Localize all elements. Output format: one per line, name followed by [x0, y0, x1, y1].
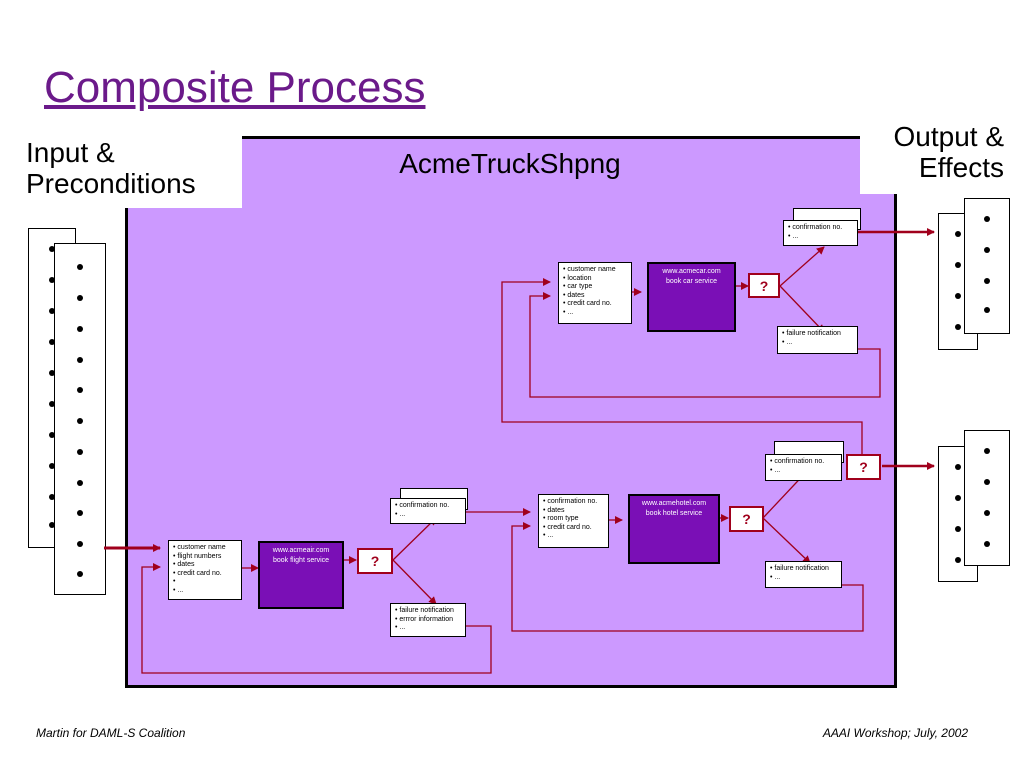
footer-right: AAAI Workshop; July, 2002: [822, 726, 968, 740]
flight-service-name: book flight service: [272, 557, 330, 564]
car-failure-box: • failure notification • ...: [777, 326, 858, 354]
flight-failure-item: • errror information: [395, 615, 454, 623]
flight-service-url: www.acmeair.com: [272, 547, 330, 554]
car-service-box: www.acmecar.com book car service: [647, 262, 736, 332]
output-document-top-front: [964, 198, 1010, 334]
hotel-service-name: book hotel service: [645, 510, 703, 517]
output-label-panel: [860, 118, 1010, 194]
input-label-panel: [18, 134, 242, 208]
flight-failure-box: • failure notification • errror informat…: [390, 603, 466, 637]
hotel-input-item: • dates: [543, 506, 565, 514]
flight-failure-item: • ...: [395, 624, 406, 631]
car-input-item: • location: [563, 274, 592, 282]
flight-decision: ?: [357, 548, 393, 574]
flight-input-box: • customer name • flight numbers • dates…: [168, 540, 242, 600]
output-document-bottom-front: [964, 430, 1010, 566]
flight-input-item: • dates: [173, 561, 195, 568]
car-failure-item: • failure notification: [782, 330, 841, 337]
flight-input-item: • flight numbers: [173, 552, 222, 560]
flight-failure-item: • failure notification: [395, 607, 454, 614]
hotel-success-item: • ...: [770, 466, 781, 474]
car-success-item: • ...: [788, 232, 799, 240]
car-input-item: • dates: [563, 291, 585, 299]
hotel-input-item: • credit card no.: [543, 523, 592, 531]
hotel-failure-item: • ...: [770, 573, 781, 581]
car-input-item: • car type: [563, 283, 593, 290]
flight-success-item: • ...: [395, 510, 406, 518]
input-label: Input & Preconditions: [26, 137, 241, 200]
input-label-text: Input & Preconditions: [26, 137, 196, 199]
car-service-name: book car service: [666, 278, 717, 285]
hotel-service-box: www.acmehotel.com book hotel service: [628, 494, 720, 564]
slide-title: Composite Process: [44, 63, 426, 112]
flight-service-box: www.acmeair.com book flight service: [258, 541, 344, 609]
hotel-input-box: • confirmation no. • dates • room type •…: [538, 494, 609, 548]
composite-process-box: [125, 136, 897, 688]
car-decision: ?: [748, 273, 780, 298]
flight-input-item: • ...: [173, 586, 184, 594]
car-failure-item: • ...: [782, 338, 793, 346]
hotel-success-item: • confirmation no.: [770, 458, 825, 465]
flight-input-item: •: [173, 578, 176, 585]
hotel-failure-box: • failure notification • ...: [765, 561, 842, 588]
footer-left: Martin for DAML-S Coalition: [36, 726, 186, 740]
hotel-service-url: www.acmehotel.com: [641, 500, 707, 507]
flight-input-item: • customer name: [173, 544, 226, 551]
hotel-failure-item: • failure notification: [770, 565, 829, 572]
car-input-item: • ...: [563, 308, 574, 316]
hotel-success-box: • confirmation no. • ...: [765, 454, 842, 481]
car-input-box: • customer name • location • car type • …: [558, 262, 632, 324]
hotel-decision: ?: [729, 506, 764, 532]
input-document-front: [54, 243, 106, 595]
car-input-item: • credit card no.: [563, 300, 612, 307]
hotel-input-item: • ...: [543, 532, 554, 539]
process-name: AcmeTruckShpng: [399, 148, 621, 179]
car-success-item: • confirmation no.: [788, 224, 843, 231]
car-success-box: • confirmation no. • ...: [783, 220, 858, 246]
car-service-url: www.acmecar.com: [662, 268, 721, 275]
final-decision: ?: [846, 454, 881, 480]
hotel-input-item: • room type: [543, 515, 579, 522]
output-label-text: Output & Effects: [893, 121, 1004, 183]
car-input-item: • customer name: [563, 266, 616, 273]
flight-input-item: • credit card no.: [173, 569, 222, 577]
flight-success-item: • confirmation no.: [395, 502, 450, 509]
output-label: Output & Effects: [864, 121, 1004, 184]
hotel-input-item: • confirmation no.: [543, 498, 598, 505]
flight-success-box: • confirmation no. • ...: [390, 498, 466, 524]
